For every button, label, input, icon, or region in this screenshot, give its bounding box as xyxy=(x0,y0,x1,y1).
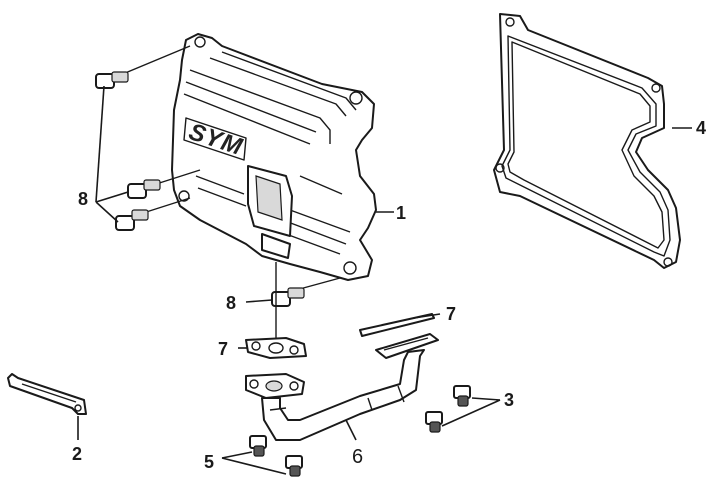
callout-4: 4 xyxy=(696,118,706,138)
callout-8-lower: 8 xyxy=(226,293,236,313)
callout-7-left: 7 xyxy=(218,339,228,359)
bolt-8-bottom xyxy=(271,277,341,307)
breather-pipe xyxy=(245,333,439,441)
callout-7-right: 7 xyxy=(446,304,456,324)
gasket-7-flat xyxy=(245,337,307,359)
leader-line-6 xyxy=(345,419,357,441)
leader-lines-8-upper xyxy=(95,85,129,223)
callout-5: 5 xyxy=(204,452,214,472)
bolt-3-upper xyxy=(453,385,471,407)
hose-clamp xyxy=(7,373,87,415)
cylinder-head-cover: SYM xyxy=(171,33,377,281)
bolt-8-middle xyxy=(127,169,201,199)
callout-3: 3 xyxy=(504,390,514,410)
cylinder-head-gasket xyxy=(493,13,681,269)
bolt-8-top xyxy=(95,45,191,89)
bolt-8-lower xyxy=(115,197,191,231)
leader-lines-3 xyxy=(441,397,501,427)
leader-lines-5 xyxy=(221,451,287,475)
leader-line-8-lower xyxy=(245,299,273,303)
callout-1: 1 xyxy=(396,203,406,223)
leader-line-7-right xyxy=(413,313,441,319)
callout-8-upper: 8 xyxy=(78,189,88,209)
callout-6: 6 xyxy=(352,446,363,468)
callout-2: 2 xyxy=(72,444,82,464)
bolt-5-left xyxy=(249,435,267,457)
bolt-5-right xyxy=(285,455,303,477)
gasket-7-strip xyxy=(359,313,435,337)
bolt-3-lower xyxy=(425,411,443,433)
